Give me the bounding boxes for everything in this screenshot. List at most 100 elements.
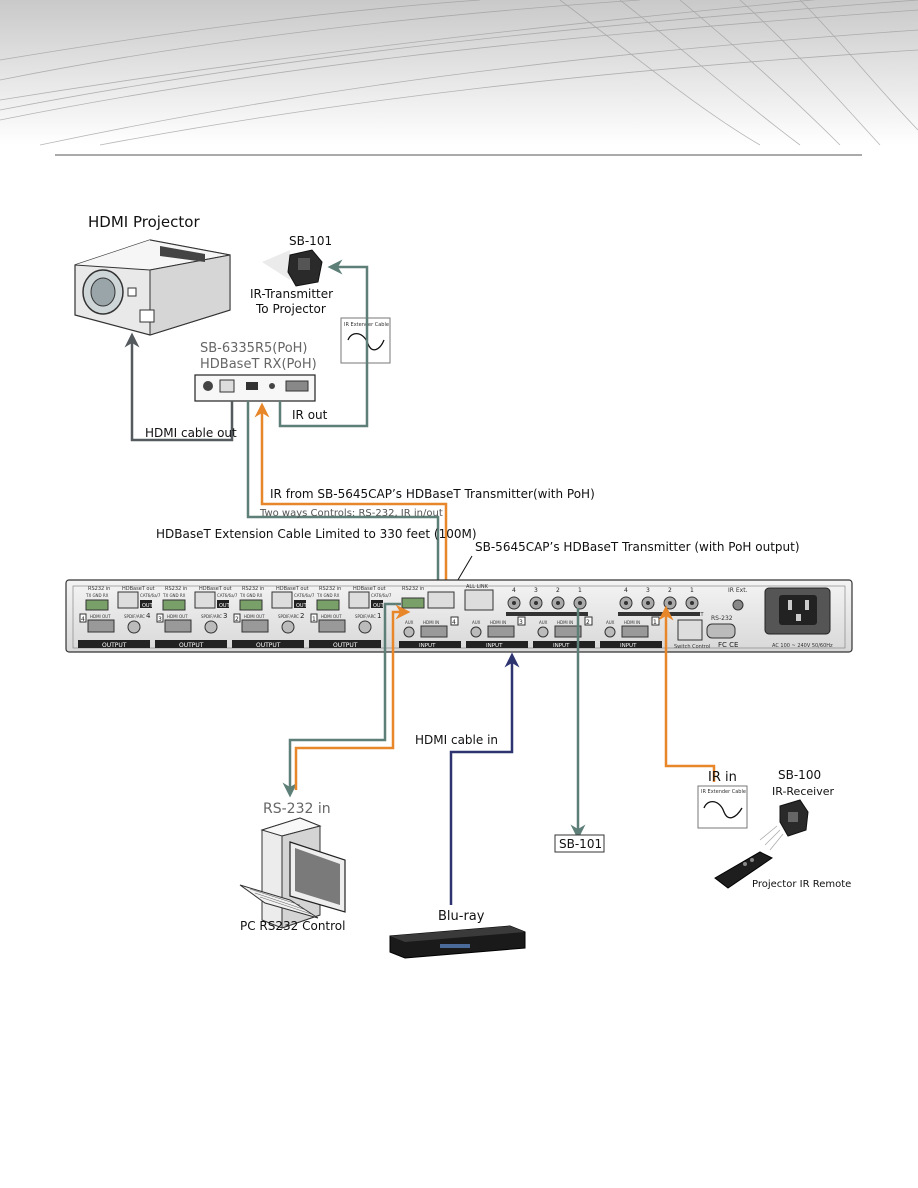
svg-text:HDBaseT out: HDBaseT out bbox=[199, 586, 232, 592]
svg-text:2: 2 bbox=[586, 619, 590, 626]
svg-text:OUT: OUT bbox=[373, 603, 385, 609]
sb101-bottom-label: SB-101 bbox=[559, 837, 602, 851]
svg-text:CAT6/6a/7: CAT6/6a/7 bbox=[371, 593, 392, 598]
ir-in-label: IR in bbox=[708, 770, 737, 785]
ir-extender-cable-box: IR Extender Cable bbox=[340, 317, 391, 364]
svg-text:TX GND RX: TX GND RX bbox=[316, 593, 340, 598]
svg-text:3: 3 bbox=[534, 587, 538, 594]
svg-text:AC 100 ~ 240V 50/60Hz: AC 100 ~ 240V 50/60Hz bbox=[772, 643, 833, 649]
svg-text:HDBaseT out: HDBaseT out bbox=[353, 586, 386, 592]
output-section: RS232 in HDBaseT out TX GND RX CAT6/6a/7OUT… bbox=[309, 586, 392, 649]
svg-text:RS232 in: RS232 in bbox=[165, 586, 187, 592]
ir-out-label: IR out bbox=[292, 408, 328, 422]
svg-text:CAT6/6a/7: CAT6/6a/7 bbox=[294, 593, 315, 598]
projector-remote-label: Projector IR Remote bbox=[752, 879, 851, 890]
projector-title: HDMI Projector bbox=[88, 213, 200, 231]
svg-text:RS232 in: RS232 in bbox=[242, 586, 264, 592]
ir-remote-icon bbox=[714, 851, 773, 889]
svg-text:HDMI IN: HDMI IN bbox=[557, 620, 573, 625]
svg-text:2: 2 bbox=[668, 587, 672, 594]
svg-text:HDBaseT out: HDBaseT out bbox=[276, 586, 309, 592]
svg-text:AUX: AUX bbox=[472, 620, 481, 625]
svg-text:INPUT: INPUT bbox=[486, 643, 503, 649]
output-section: RS232 in HDBaseT out TX GND RX CAT6/6a/7OUT… bbox=[232, 586, 315, 649]
svg-text:IR Extender Cable: IR Extender Cable bbox=[701, 789, 746, 795]
ir-transmitter-line1: IR-Transmitter bbox=[250, 287, 333, 301]
svg-text:HDMI IN: HDMI IN bbox=[490, 620, 506, 625]
svg-text:OUTPUT: OUTPUT bbox=[333, 642, 358, 649]
header-band bbox=[0, 0, 918, 146]
svg-text:2: 2 bbox=[235, 616, 239, 623]
rs232-in-label: RS-232 in bbox=[263, 801, 331, 817]
hdmi-cable-out-label: HDMI cable out bbox=[145, 426, 237, 440]
ir-extender-cable-box-2: IR Extender Cable bbox=[697, 785, 748, 829]
hdbaset-cable-label: HDBaseT Extension Cable Limited to 330 f… bbox=[156, 527, 477, 541]
svg-text:FC CE: FC CE bbox=[718, 641, 738, 649]
hdbaset-rx-device bbox=[194, 374, 316, 402]
ir-in-line bbox=[658, 605, 716, 782]
svg-text:SPDIF/ARC: SPDIF/ARC bbox=[355, 614, 376, 619]
svg-text:ALL LINK: ALL LINK bbox=[466, 584, 489, 590]
svg-text:4: 4 bbox=[624, 587, 628, 594]
svg-text:CAT6/6a/7: CAT6/6a/7 bbox=[140, 593, 161, 598]
ir-from-tx-label: IR from SB-5645CAP’s HDBaseT Transmitter… bbox=[270, 487, 595, 501]
hdmi-cable-in-line bbox=[449, 652, 520, 905]
svg-text:TX GND RX: TX GND RX bbox=[162, 593, 186, 598]
hdmi-cable-out-line bbox=[124, 332, 234, 442]
ir-receiver-label: IR-Receiver bbox=[772, 785, 834, 798]
svg-text:RS-232: RS-232 bbox=[711, 615, 733, 622]
svg-text:3: 3 bbox=[519, 619, 523, 626]
svg-text:2: 2 bbox=[300, 612, 304, 620]
svg-text:4: 4 bbox=[81, 616, 85, 623]
ir-transmitter-line2: To Projector bbox=[255, 302, 326, 316]
rs232-teal-line bbox=[282, 602, 401, 798]
svg-text:1: 1 bbox=[690, 587, 694, 594]
two-ways-label: Two ways Controls: RS-232, IR in/out bbox=[259, 508, 443, 519]
svg-text:TX GND RX: TX GND RX bbox=[85, 593, 109, 598]
svg-text:HDMI IN: HDMI IN bbox=[624, 620, 640, 625]
projector-icon bbox=[74, 239, 231, 336]
svg-text:4: 4 bbox=[512, 587, 516, 594]
hdbaset-cable-line bbox=[246, 401, 446, 608]
svg-text:1: 1 bbox=[312, 616, 316, 623]
svg-text:HDMI OUT: HDMI OUT bbox=[244, 614, 265, 619]
rs232-orange-line bbox=[294, 604, 411, 790]
svg-text:SPDIF/ARC: SPDIF/ARC bbox=[278, 614, 299, 619]
svg-text:HDMI OUT: HDMI OUT bbox=[90, 614, 111, 619]
rx-model-label: SB-6335R5(PoH) bbox=[200, 341, 308, 356]
sb101-top-label: SB-101 bbox=[289, 234, 332, 248]
svg-text:3: 3 bbox=[158, 616, 162, 623]
svg-text:2: 2 bbox=[556, 587, 560, 594]
tx-label: SB-5645CAP’s HDBaseT Transmitter (with P… bbox=[475, 540, 800, 554]
svg-text:HDMI OUT: HDMI OUT bbox=[167, 614, 188, 619]
svg-text:TX GND RX: TX GND RX bbox=[239, 593, 263, 598]
svg-text:RS232 in: RS232 in bbox=[88, 586, 110, 592]
rx-type-label: HDBaseT RX(PoH) bbox=[200, 357, 317, 372]
pc-icon bbox=[239, 817, 346, 929]
svg-text:HDMI OUT: HDMI OUT bbox=[321, 614, 342, 619]
svg-text:CAT6/6a/7: CAT6/6a/7 bbox=[217, 593, 238, 598]
svg-text:OUT: OUT bbox=[296, 603, 308, 609]
svg-text:1: 1 bbox=[653, 619, 657, 626]
svg-text:Switch Control: Switch Control bbox=[674, 644, 710, 650]
hdmi-cable-in-label: HDMI cable in bbox=[415, 733, 498, 747]
ir-out-line bbox=[278, 259, 369, 428]
bluray-player-icon bbox=[389, 925, 526, 959]
ir-from-tx-line bbox=[254, 402, 448, 600]
svg-text:RS232 in: RS232 in bbox=[319, 586, 341, 592]
svg-text:1: 1 bbox=[377, 612, 381, 620]
bluray-label: Blu-ray bbox=[438, 909, 485, 924]
tx-hdbaset-section: RS232 in bbox=[401, 586, 455, 609]
svg-text:3: 3 bbox=[223, 612, 227, 620]
svg-text:1: 1 bbox=[578, 587, 582, 594]
svg-text:INPUT: INPUT bbox=[620, 643, 637, 649]
output-section: RS232 in HDBaseT out TX GND RX CAT6/6a/7OUT… bbox=[155, 586, 238, 649]
svg-text:OUT: OUT bbox=[219, 603, 231, 609]
sb101-bottom-box bbox=[554, 834, 605, 853]
svg-text:4: 4 bbox=[452, 619, 456, 626]
svg-text:INPUT: INPUT bbox=[419, 643, 436, 649]
svg-text:OUTPUT: OUTPUT bbox=[102, 642, 127, 649]
